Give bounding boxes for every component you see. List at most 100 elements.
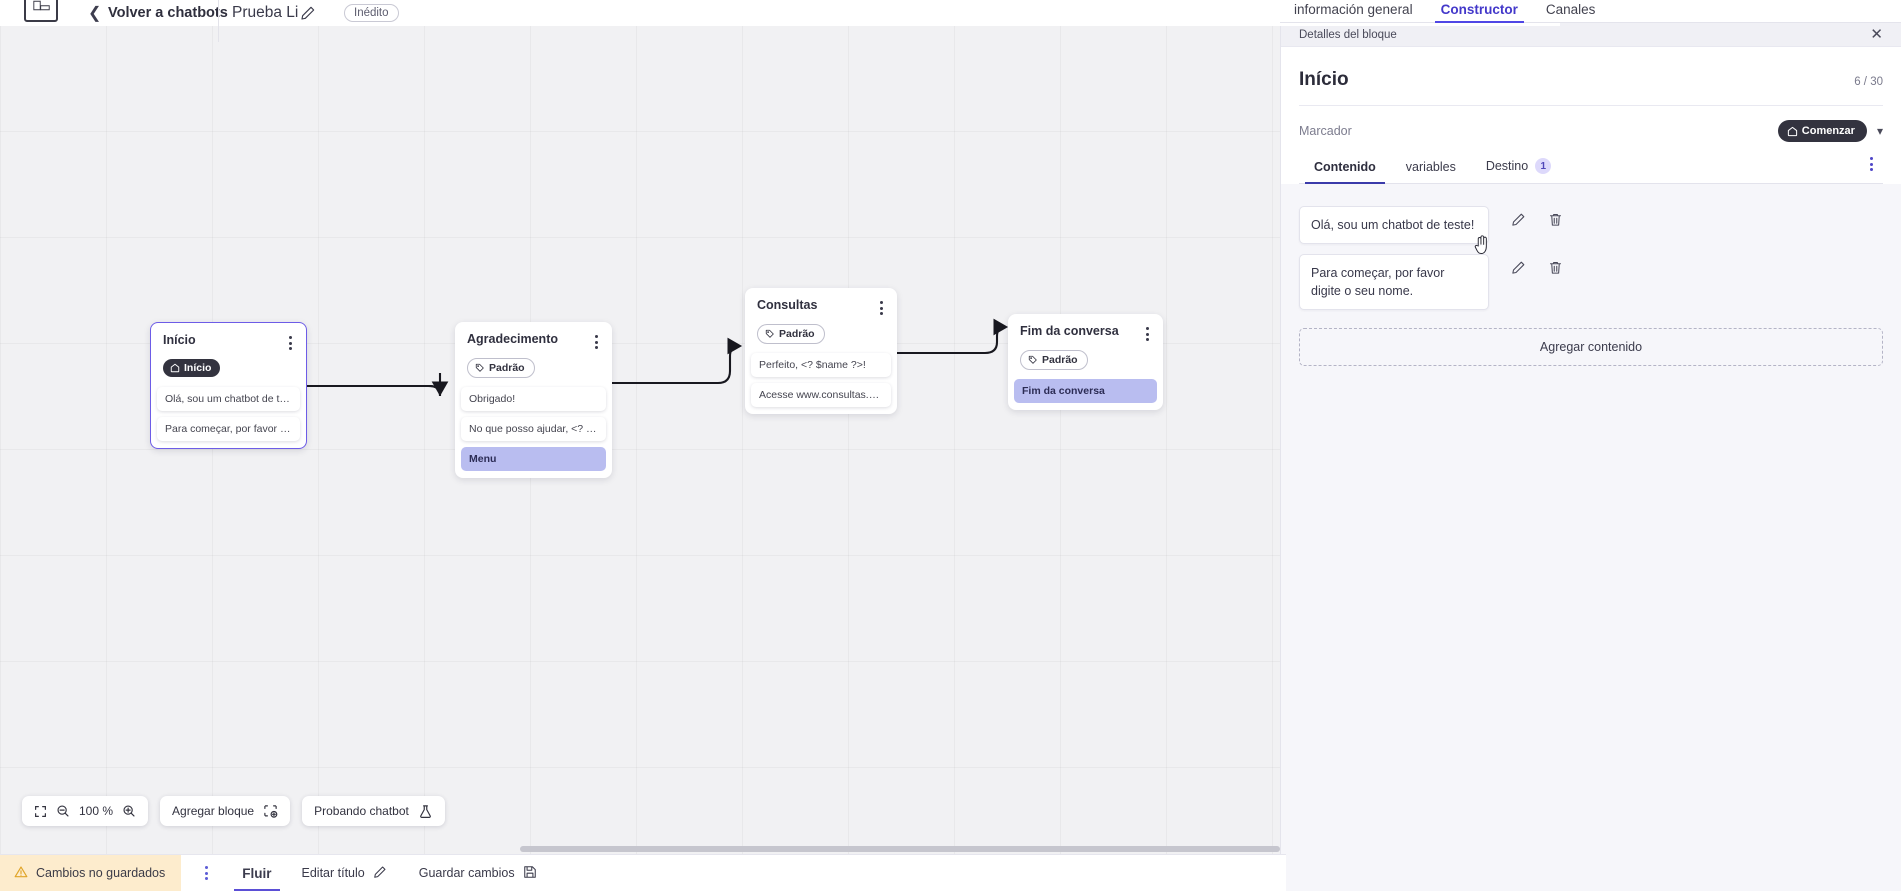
- tab-constructor[interactable]: Constructor: [1427, 2, 1532, 23]
- unsaved-changes-label: Cambios no guardados: [36, 866, 166, 880]
- panel-topbar-title: Detalles del bloque: [1299, 28, 1397, 41]
- flow-canvas[interactable]: Início Início Olá, sou um chatbot de tes…: [0, 26, 1286, 854]
- topbar-divider: [218, 0, 219, 42]
- node-title: Consultas: [757, 298, 818, 312]
- node-pill-label: Padrão: [489, 362, 525, 374]
- back-to-chatbots-link[interactable]: Volver a chatbots: [108, 5, 228, 21]
- marker-comenzar-button[interactable]: Comenzar: [1777, 120, 1867, 142]
- node-row[interactable]: Olá, sou um chatbot de teste!: [157, 387, 300, 411]
- tab-contenido-label: Contenido: [1314, 160, 1376, 174]
- zoom-in-icon[interactable]: [122, 804, 136, 818]
- app-logo-icon[interactable]: ⎕▭: [24, 0, 58, 22]
- marker-label: Marcador: [1299, 124, 1352, 138]
- pencil-icon[interactable]: [1511, 260, 1526, 275]
- zoom-out-icon[interactable]: [56, 804, 70, 818]
- app-tabs: información general Constructor Canales: [1280, 0, 1901, 23]
- edit-title-label: Editar título: [301, 866, 365, 880]
- zoom-controls: 100 %: [22, 796, 149, 826]
- add-block-button[interactable]: Agregar bloque: [160, 796, 291, 826]
- scrollbar-thumb[interactable]: [520, 846, 1280, 852]
- tab-destino-badge: 1: [1535, 158, 1552, 174]
- add-block-icon[interactable]: [263, 804, 278, 819]
- flow-node-consultas[interactable]: Consultas Padrão Perfeito, <? $name ?>! …: [745, 288, 897, 414]
- test-chatbot-button[interactable]: Probando chatbot: [302, 796, 445, 826]
- node-rows: Fim da conversa: [1008, 379, 1163, 410]
- chevron-left-icon[interactable]: ❮: [88, 5, 102, 22]
- bottom-bar: Cambios no guardados Fluir Editar título…: [0, 854, 1286, 891]
- pencil-icon: [373, 865, 387, 882]
- tab-informacion-general[interactable]: información general: [1294, 2, 1413, 17]
- kebab-menu-icon[interactable]: [874, 299, 885, 317]
- content-item-actions: [1511, 212, 1563, 227]
- node-row[interactable]: No que posso ajudar, <? $name ...: [461, 417, 606, 441]
- document-title: Prueba Li: [232, 4, 299, 21]
- content-text[interactable]: Para começar, por favor digite o seu nom…: [1299, 254, 1489, 311]
- node-title: Início: [163, 333, 196, 347]
- node-row[interactable]: Obrigado!: [461, 387, 606, 411]
- tab-variables-label: variables: [1405, 160, 1456, 174]
- kebab-menu-icon[interactable]: [589, 333, 600, 351]
- tab-destino-label: Destino: [1485, 159, 1529, 173]
- pencil-icon[interactable]: [300, 5, 316, 21]
- chevron-down-icon[interactable]: ▾: [1876, 124, 1883, 138]
- add-block-label: Agregar bloque: [172, 804, 255, 818]
- tab-variables[interactable]: variables: [1391, 154, 1471, 183]
- zoom-level-label: 100 %: [79, 804, 114, 818]
- panel-body: Início 6 / 30 Marcador Comenzar ▾ Conten…: [1281, 47, 1901, 184]
- node-rows: Perfeito, <? $name ?>! Acesse www.consul…: [745, 353, 897, 414]
- panel-heading-row: Início 6 / 30: [1299, 47, 1883, 106]
- canvas-horizontal-scrollbar[interactable]: [0, 844, 1286, 854]
- node-pill-label: Padrão: [1042, 354, 1078, 366]
- add-content-button[interactable]: Agregar contenido: [1299, 328, 1883, 367]
- flow-node-fim-da-conversa[interactable]: Fim da conversa Padrão Fim da conversa: [1008, 314, 1163, 410]
- kebab-menu-icon[interactable]: [283, 334, 294, 352]
- node-pill-label: Início: [184, 362, 212, 374]
- save-disk-icon: [523, 865, 537, 882]
- flask-icon[interactable]: [418, 804, 433, 819]
- node-pill-padrao[interactable]: Padrão: [1020, 350, 1088, 370]
- tab-contenido[interactable]: Contenido: [1299, 154, 1391, 184]
- block-details-panel: Detalles del bloque ✕ Início 6 / 30 Marc…: [1280, 23, 1901, 891]
- node-row[interactable]: Menu: [461, 447, 606, 471]
- trash-icon[interactable]: [1548, 260, 1563, 275]
- unsaved-changes-banner: Cambios no guardados: [0, 854, 182, 891]
- trash-icon[interactable]: [1548, 212, 1563, 227]
- node-header: Fim da conversa: [1008, 314, 1163, 343]
- node-pill-label: Padrão: [779, 328, 815, 340]
- node-row[interactable]: Perfeito, <? $name ?>!: [751, 353, 891, 377]
- node-pill-inicio[interactable]: Início: [163, 359, 221, 377]
- tag-icon: [1028, 355, 1037, 364]
- pencil-icon[interactable]: [1511, 212, 1526, 227]
- home-icon: [170, 363, 180, 373]
- content-text[interactable]: Olá, sou um chatbot de teste!: [1299, 206, 1489, 245]
- kebab-menu-icon[interactable]: [205, 866, 209, 880]
- panel-topbar: Detalles del bloque ✕: [1281, 23, 1901, 47]
- kebab-menu-icon[interactable]: [1140, 325, 1151, 343]
- panel-content: Olá, sou um chatbot de teste! Para começ…: [1281, 184, 1901, 891]
- warning-triangle-icon: [14, 865, 28, 882]
- tab-fluir[interactable]: Fluir: [228, 855, 285, 891]
- tab-canales[interactable]: Canales: [1545, 2, 1596, 17]
- node-pill-padrao[interactable]: Padrão: [467, 358, 535, 378]
- node-pill-row: Padrão: [745, 317, 897, 353]
- node-row[interactable]: Acesse www.consultas.com par...: [751, 383, 891, 407]
- node-pill-padrao[interactable]: Padrão: [757, 324, 825, 344]
- node-row[interactable]: Fim da conversa: [1014, 379, 1157, 403]
- flow-node-agradecimento[interactable]: Agradecimento Padrão Obrigado! No que po…: [455, 322, 612, 478]
- tag-icon: [765, 329, 774, 338]
- tab-destino[interactable]: Destino 1: [1471, 152, 1566, 183]
- save-changes-label: Guardar cambios: [418, 866, 515, 880]
- char-counter: 6 / 30: [1854, 76, 1883, 88]
- close-icon[interactable]: ✕: [1870, 26, 1883, 43]
- marker-controls: Comenzar ▾: [1777, 120, 1883, 142]
- flow-node-inicio[interactable]: Início Início Olá, sou um chatbot de tes…: [150, 322, 307, 449]
- fit-screen-icon[interactable]: [34, 805, 47, 818]
- edit-title-button[interactable]: Editar título: [286, 865, 403, 882]
- node-row[interactable]: Para começar, por favor digite o ...: [157, 417, 300, 441]
- logo-glyph: ⎕▭: [33, 0, 50, 13]
- kebab-menu-icon[interactable]: [1860, 157, 1883, 183]
- content-item: Para começar, por favor digite o seu nom…: [1299, 254, 1883, 311]
- node-rows: Olá, sou um chatbot de teste! Para começ…: [151, 387, 306, 448]
- save-changes-button[interactable]: Guardar cambios: [403, 865, 553, 882]
